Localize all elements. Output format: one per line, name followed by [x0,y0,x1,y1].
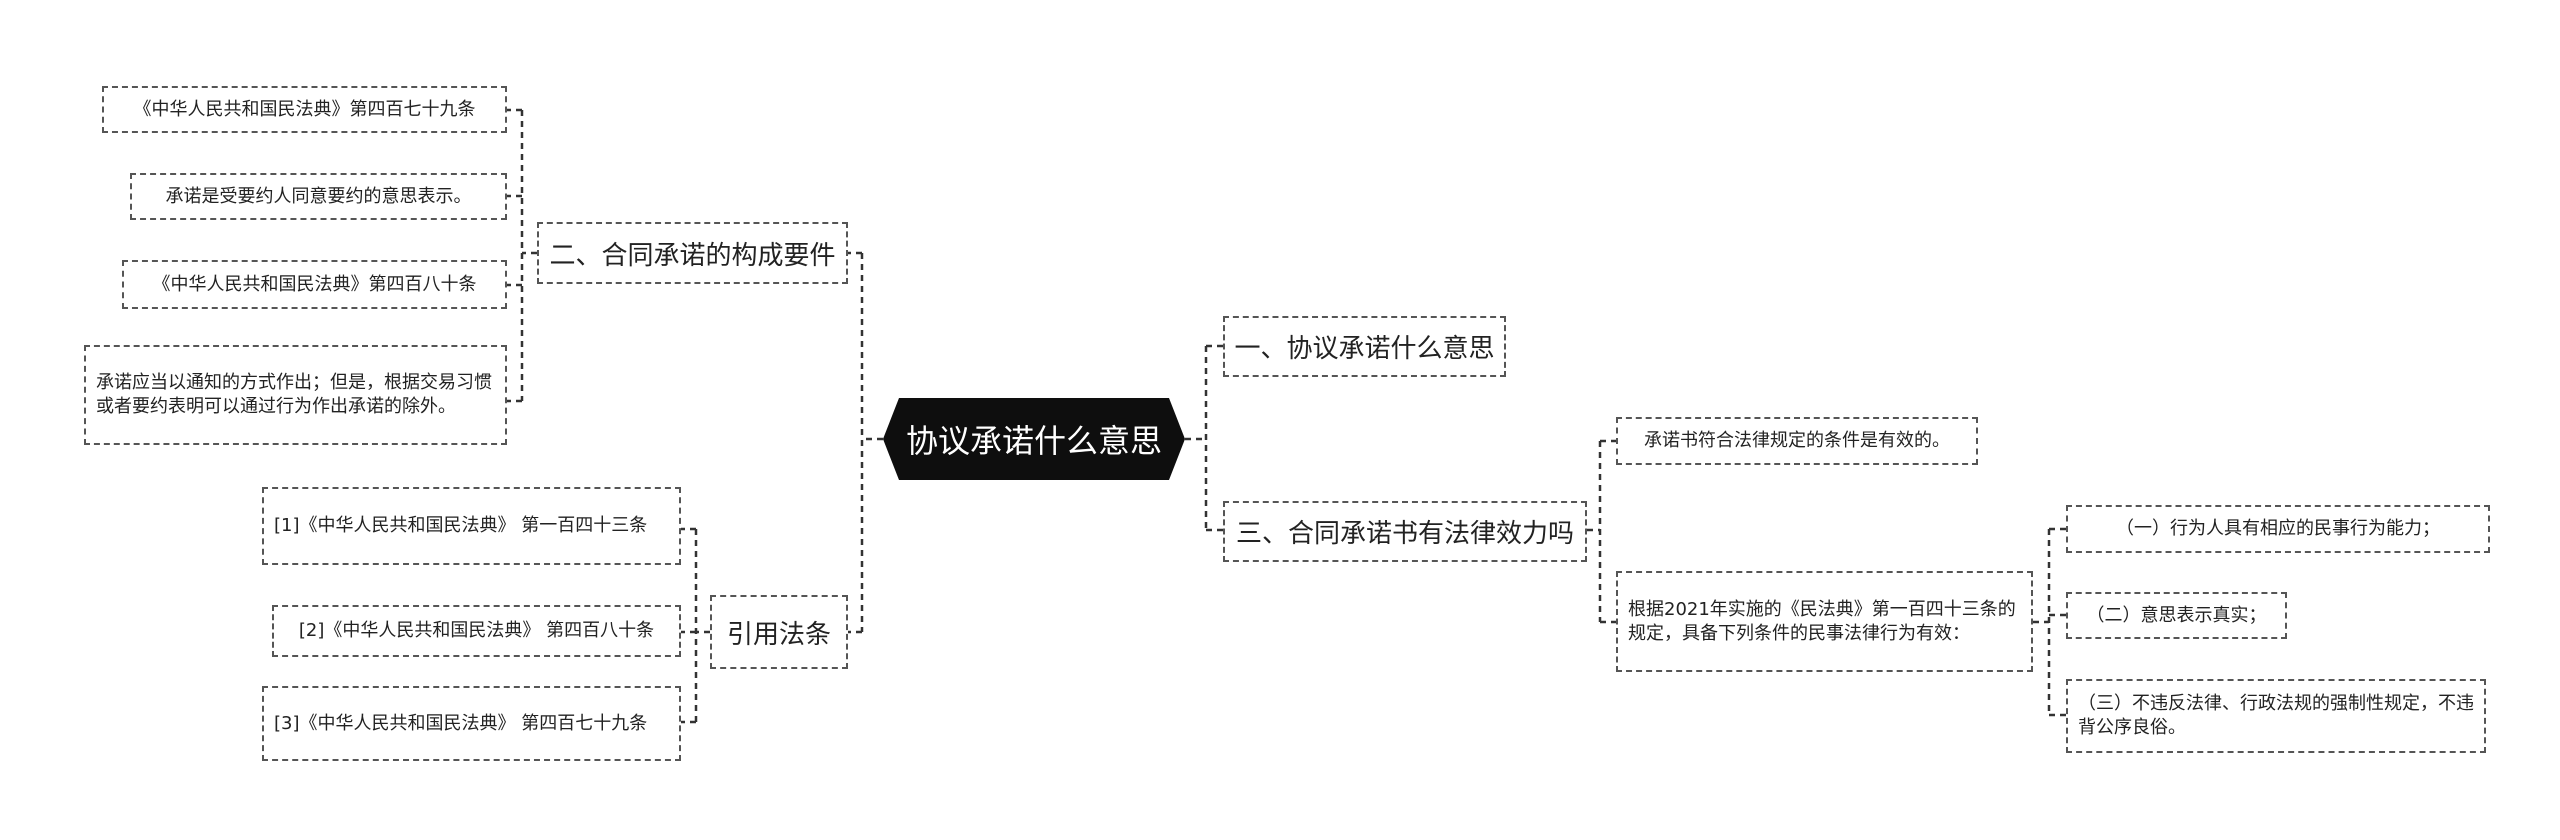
branch-label: 引用法条 [726,619,831,650]
branch-composition-requirements[interactable]: 二、合同承诺的构成要件 [537,222,848,284]
branch-citations[interactable]: 引用法条 [710,595,848,669]
link-branch2-trunk [520,110,537,401]
link-root-right-trunk [1185,346,1208,530]
leaf-article-479[interactable]: 《中华人民共和国民法典》第四百七十九条 [102,86,507,133]
citation-1[interactable]: [1]《中华人民共和国民法典》 第一百四十三条 [262,487,681,565]
condition-capacity[interactable]: （一）行为人具有相应的民事行为能力； [2066,505,2490,553]
link-root-left-trunk [860,253,883,632]
branch-label: 一、协议承诺什么意思 [1234,334,1495,364]
leaf-acceptance-definition[interactable]: 承诺是受要约人同意要约的意思表示。 [130,173,507,220]
link-branch3-trunk [1587,441,1602,622]
branch-legal-validity[interactable]: 三、合同承诺书有法律效力吗 [1223,501,1587,562]
leaf-article-480[interactable]: 《中华人民共和国民法典》第四百八十条 [122,260,507,309]
condition-legality[interactable]: （三）不违反法律、行政法规的强制性规定，不违背公序良俗。 [2066,679,2486,753]
branch-label: 二、合同承诺的构成要件 [549,240,836,271]
root-label: 协议承诺什么意思 [905,422,1162,460]
leaf-validity-statement[interactable]: 承诺书符合法律规定的条件是有效的。 [1616,417,1978,465]
leaf-acceptance-notice-rule[interactable]: 承诺应当以通知的方式作出；但是，根据交易习惯或者要约表明可以通过行为作出承诺的除… [84,345,507,445]
link-citations-trunk [694,529,710,722]
condition-true-intent[interactable]: （二）意思表示真实； [2066,592,2287,639]
link-conditions-trunk [2033,529,2051,715]
branch-label: 三、合同承诺书有法律效力吗 [1236,519,1575,549]
leaf-article-143-basis[interactable]: 根据2021年实施的《民法典》第一百四十三条的规定，具备下列条件的民事法律行为有… [1616,571,2033,672]
branch-what-does-promise-mean[interactable]: 一、协议承诺什么意思 [1223,316,1506,377]
citation-2[interactable]: [2]《中华人民共和国民法典》 第四百八十条 [272,605,681,657]
root-node[interactable]: 协议承诺什么意思 [883,398,1185,480]
citation-3[interactable]: [3]《中华人民共和国民法典》 第四百七十九条 [262,686,681,761]
